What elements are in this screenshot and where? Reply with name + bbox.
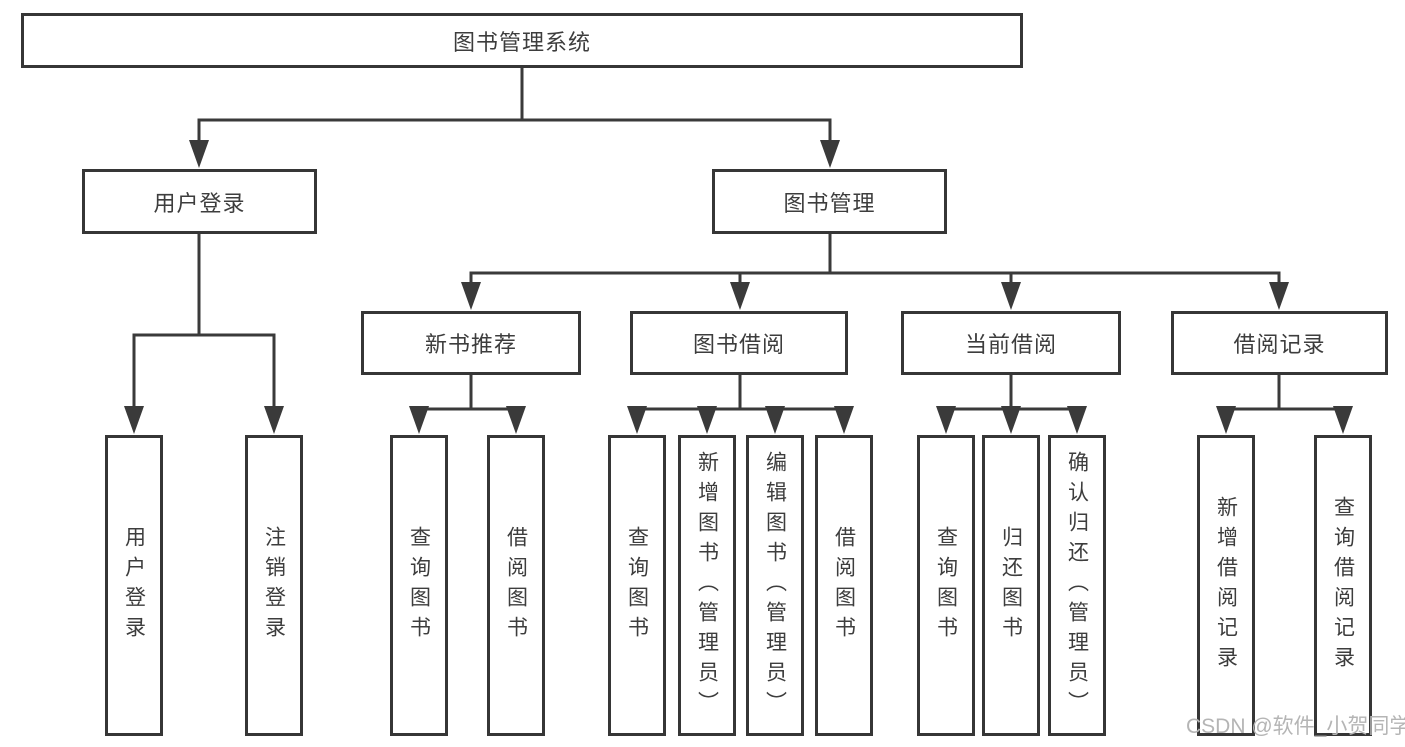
node-label: 编辑图书（管理员） <box>763 450 787 721</box>
node-borrow-books-borrowing: 借阅图书 <box>815 435 873 736</box>
node-label: 查询借阅记录 <box>1331 495 1355 676</box>
node-borrowing-records: 借阅记录 <box>1171 311 1388 375</box>
node-borrow-books-recommend: 借阅图书 <box>487 435 545 736</box>
node-library-management-system: 图书管理系统 <box>21 13 1023 68</box>
arrowheads <box>124 140 1353 434</box>
node-label: 图书借阅 <box>692 332 785 357</box>
node-label: 用户登录 <box>122 525 146 646</box>
node-book-borrowing: 图书借阅 <box>630 311 848 375</box>
node-add-borrow-record: 新增借阅记录 <box>1197 435 1255 736</box>
node-label: 新书推荐 <box>424 332 517 357</box>
node-new-book-recommendation: 新书推荐 <box>361 311 581 375</box>
node-label: 借阅记录 <box>1233 332 1326 357</box>
node-user-login-action: 用户登录 <box>105 435 163 736</box>
csdn-watermark: CSDN @软件_小贺同学 <box>1186 715 1405 738</box>
node-query-borrow-record: 查询借阅记录 <box>1314 435 1372 736</box>
node-label: 新增图书（管理员） <box>695 450 719 721</box>
node-user-login: 用户登录 <box>82 169 317 234</box>
node-label: 查询图书 <box>934 525 958 646</box>
node-label: 查询图书 <box>625 525 649 646</box>
node-label: 新增借阅记录 <box>1214 495 1238 676</box>
node-logout-action: 注销登录 <box>245 435 303 736</box>
node-label: 借阅图书 <box>832 525 856 646</box>
node-query-books-borrowing: 查询图书 <box>608 435 666 736</box>
node-return-books: 归还图书 <box>982 435 1040 736</box>
node-confirm-return-admin: 确认归还（管理员） <box>1048 435 1106 736</box>
node-book-management: 图书管理 <box>712 169 947 234</box>
node-label: 图书管理 <box>783 190 876 216</box>
node-label: 查询图书 <box>407 525 431 646</box>
node-label: 注销登录 <box>262 525 286 646</box>
node-edit-books-admin: 编辑图书（管理员） <box>746 435 804 736</box>
node-label: 当前借阅 <box>964 332 1057 357</box>
node-query-books-current: 查询图书 <box>917 435 975 736</box>
node-label: 归还图书 <box>999 525 1023 646</box>
node-label: 图书管理系统 <box>452 29 591 55</box>
node-current-borrowing: 当前借阅 <box>901 311 1121 375</box>
node-label: 确认归还（管理员） <box>1065 450 1089 721</box>
node-add-books-admin: 新增图书（管理员） <box>678 435 736 736</box>
node-query-books-recommend: 查询图书 <box>390 435 448 736</box>
node-label: 用户登录 <box>153 190 246 216</box>
node-label: 借阅图书 <box>504 525 528 646</box>
